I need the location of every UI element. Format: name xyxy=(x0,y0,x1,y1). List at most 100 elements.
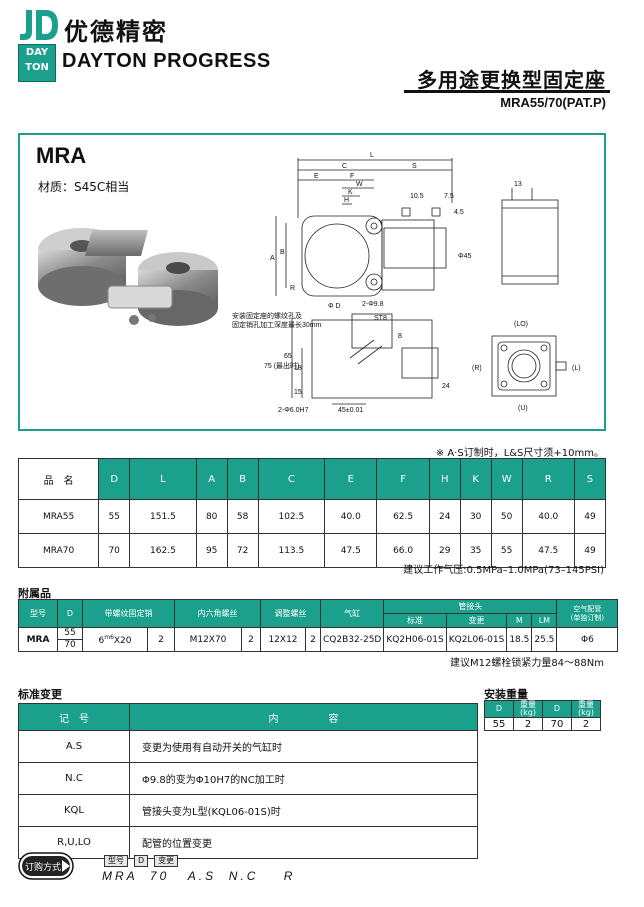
pressure-note: 建议工作气压:0.5MPa–1.0MPa(73–145PSI) xyxy=(403,565,604,576)
acc-h-m: M xyxy=(506,613,533,628)
std-desc: 变更为使用有自动开关的气缸时 xyxy=(129,730,478,763)
dim-phi45: Φ45 xyxy=(458,253,471,260)
col-header-S: S xyxy=(573,458,607,500)
product-photo xyxy=(38,228,218,326)
wt-h-d: D xyxy=(484,700,514,718)
material-text: 材质：S45C相当 xyxy=(38,180,130,194)
std-desc: 管接头变为L型(KQL06-01S)时 xyxy=(129,794,478,827)
col-header-B: B xyxy=(226,458,259,500)
weight-table: D 重量(kg) D 重量(kg) 55 2 70 2 xyxy=(484,700,601,731)
wt-h-w-label: 重量 xyxy=(520,700,536,709)
cell: 49 xyxy=(573,533,607,568)
cell: 70 xyxy=(98,533,131,568)
dim-pin: 2-Φ6.0H7 xyxy=(278,407,309,414)
dim-K: K xyxy=(348,189,353,196)
dim-H: H xyxy=(344,197,349,204)
order-tag-chg: 变更 xyxy=(154,855,179,867)
cell: 62.5 xyxy=(376,499,430,534)
acc-h-hex: 内六角螺丝 xyxy=(174,599,261,628)
acc-h-std: 标准 xyxy=(383,613,447,628)
wt-d1: 55 xyxy=(484,717,514,731)
acc-h-cyl: 气缸 xyxy=(319,599,385,628)
acc-h-type: 型号 xyxy=(18,599,58,628)
torque-note: 建议M12螺栓锁紧力量84～88Nm xyxy=(449,658,604,669)
acc-d1: 55 xyxy=(58,628,82,640)
cell: 113.5 xyxy=(257,533,326,568)
acc-hex-qty: 2 xyxy=(241,627,261,652)
dim-45tol: 45±0.01 xyxy=(338,407,363,414)
acc-h-lm: LM xyxy=(531,613,558,628)
cell: 40.0 xyxy=(521,499,575,534)
cell: 29 xyxy=(428,533,461,568)
acc-m: 18.5 xyxy=(506,627,533,652)
acc-h-air: 空气配管(单独订制) xyxy=(556,599,619,628)
dim-ST8: ST8 xyxy=(374,315,387,322)
dimension-drawing: L C S E F W K H A B R 10.5 7.5 4.5 13 Φ4… xyxy=(232,152,581,414)
cell: 24 xyxy=(428,499,461,534)
col-header-H: H xyxy=(428,458,461,500)
dimension-table: 品 名 D L A B C E F H K W R S MRA55 55 151… xyxy=(17,458,607,568)
acc-h-chg: 变更 xyxy=(445,613,508,628)
col-header-D: D xyxy=(98,458,131,500)
acc-cyl: CQ2B32-25D xyxy=(319,627,385,652)
col-header-L: L xyxy=(129,458,197,500)
dim-10-5: 10.5 xyxy=(410,193,424,200)
dim-C: C xyxy=(342,163,347,170)
accessories-title: 附属品 xyxy=(18,587,51,600)
wt-w2: 2 xyxy=(571,717,601,731)
acc-type: MRA xyxy=(18,627,58,652)
dim-65: 65 xyxy=(284,353,292,360)
note-line-2: 固定销孔加工深度最长30mm xyxy=(232,320,322,329)
col-header-C: C xyxy=(257,458,326,500)
page-title: 多用途更换型固定座 xyxy=(417,68,606,92)
table-row: MRA70 70 162.5 95 72 113.5 47.5 66.0 29 … xyxy=(17,533,607,568)
cell: 50 xyxy=(490,499,523,534)
order-tag-type: 型号 xyxy=(104,855,128,867)
cell: 49 xyxy=(573,499,607,534)
logo-ton-text: TON xyxy=(25,62,49,73)
col-header-E: E xyxy=(324,458,378,500)
std-code: N.C xyxy=(18,762,130,795)
cell: 47.5 xyxy=(521,533,575,568)
jd-logo-icon xyxy=(20,10,58,40)
cell: 66.0 xyxy=(376,533,430,568)
acc-air: Φ6 xyxy=(556,627,619,652)
table-row: MRA55 55 151.5 80 58 102.5 40.0 62.5 24 … xyxy=(17,499,607,534)
std-desc: 配管的位置变更 xyxy=(129,826,478,859)
acc-h-pin: 带螺纹固定销 xyxy=(82,599,175,628)
cell: 40.0 xyxy=(324,499,378,534)
cell: 102.5 xyxy=(257,499,326,534)
dim-4-5: 4.5 xyxy=(454,209,464,216)
col-header-name: 品 名 xyxy=(17,458,100,500)
acc-hex: M12X70 xyxy=(174,627,242,652)
dim-S: S xyxy=(412,163,417,170)
accessories-table: 型号 D 带螺纹固定销 内六角螺丝 调整螺丝 气缸 管接头 空气配管(单独订制)… xyxy=(18,599,619,652)
dim-24: 24 xyxy=(442,383,450,390)
acc-pin-len: X20 xyxy=(113,635,132,646)
std-h-desc: 内 容 xyxy=(129,703,478,731)
product-panel xyxy=(18,133,606,431)
dim-A: A xyxy=(270,255,275,262)
acc-std: KQ2H06-01S xyxy=(383,627,447,652)
table-row: N.C Φ9.8的变为Φ10H7的NC加工时 xyxy=(18,762,478,795)
dim-13: 13 xyxy=(514,181,522,188)
table-header-row: 品 名 D L A B C E F H K W R S xyxy=(17,458,607,500)
acc-h-air-l2: (单独订制) xyxy=(570,613,605,622)
acc-chg: KQ2L06-01S xyxy=(445,627,508,652)
std-change-title: 标准变更 xyxy=(18,688,62,701)
cell: 30 xyxy=(459,499,492,534)
cell: 55 xyxy=(98,499,131,534)
table-row: A.S 变更为使用有自动开关的气缸时 xyxy=(18,730,478,763)
table-row: R,U,LO 配管的位置变更 xyxy=(18,826,478,859)
wt-h-w2-unit: (kg) xyxy=(578,708,594,717)
wt-h-w2-label: 重量 xyxy=(578,700,594,709)
page-subtitle: MRA55/70(PAT.P) xyxy=(500,95,606,110)
acc-h-adj: 调整螺丝 xyxy=(260,599,321,628)
acc-adj-qty: 2 xyxy=(305,627,321,652)
col-header-W: W xyxy=(490,458,523,500)
col-header-R: R xyxy=(521,458,575,500)
dim-75: 75 (最出时) xyxy=(264,361,299,370)
cell: 162.5 xyxy=(129,533,197,568)
dim-E: E xyxy=(314,173,319,180)
